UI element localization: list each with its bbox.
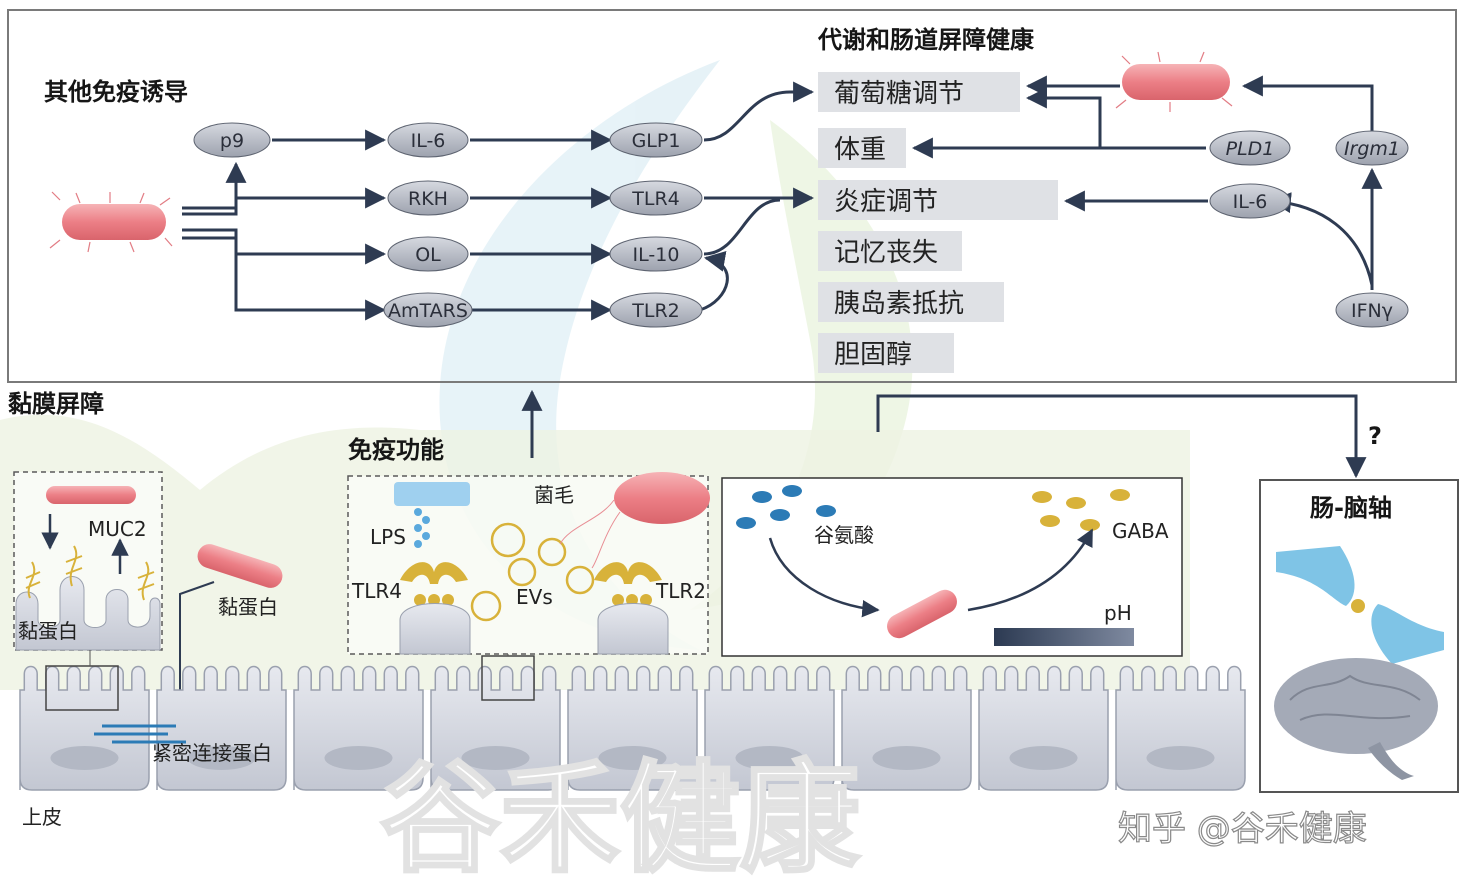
glutamate-gaba-inset: 谷氨酸 GABA pH xyxy=(721,477,1183,657)
tight-junction-arrow xyxy=(173,581,215,716)
glutamate-label: 谷氨酸 xyxy=(814,523,874,547)
gut-brain-panel: 肠-脑轴 xyxy=(1259,479,1459,793)
title-immune-function: 免疫功能 xyxy=(348,436,444,464)
outcome-inflammation: 炎症调节 xyxy=(818,180,1058,220)
question-mark: ? xyxy=(1368,422,1382,450)
evs-vesicles-icon xyxy=(470,522,595,622)
outcome-memory: 记忆丧失 xyxy=(818,231,962,271)
bacterium-icon xyxy=(559,472,710,569)
node-pld1: PLD1 xyxy=(1209,130,1291,166)
glutamate-dots-icon xyxy=(736,485,836,529)
node-rkh: RKH xyxy=(387,180,469,216)
svg-text:TLR2: TLR2 xyxy=(631,300,679,322)
svg-text:胆固醇: 胆固醇 xyxy=(834,340,912,370)
ph-label: pH xyxy=(1104,601,1132,625)
outcome-glucose: 葡萄糖调节 xyxy=(818,72,1020,112)
mucosal-inset: MUC2 黏蛋白 xyxy=(13,471,163,651)
title-mucosal-barrier: 黏膜屏障 xyxy=(8,390,104,418)
brain-icon xyxy=(1274,658,1438,780)
svg-text:胰岛素抵抗: 胰岛素抵抗 xyxy=(834,289,964,319)
cell-nucleus xyxy=(735,746,804,770)
title-immune-induction: 其他免疫诱导 xyxy=(44,78,188,106)
credit-text: 知乎 @谷禾健康 xyxy=(1118,809,1367,849)
gut-brain-title: 肠-脑轴 xyxy=(1310,494,1392,522)
outcome-insulin: 胰岛素抵抗 xyxy=(818,282,1004,322)
svg-text:GLP1: GLP1 xyxy=(632,130,681,152)
svg-text:TLR4: TLR4 xyxy=(631,188,679,210)
svg-text:IL-10: IL-10 xyxy=(633,244,680,266)
mucin-label-inset: 黏蛋白 xyxy=(18,619,78,643)
lps-molecule-icon xyxy=(394,482,470,548)
watermark-text: 谷禾健康 xyxy=(380,750,860,886)
svg-text:记忆丧失: 记忆丧失 xyxy=(834,238,938,268)
node-il6-b: IL-6 xyxy=(1209,183,1291,219)
node-tlr4: TLR4 xyxy=(609,180,703,216)
svg-text:OL: OL xyxy=(415,244,441,266)
svg-text:IL-6: IL-6 xyxy=(411,130,446,152)
node-ifng: IFNγ xyxy=(1335,292,1409,328)
tight-junction-icon xyxy=(94,724,186,744)
node-tlr2: TLR2 xyxy=(609,292,703,328)
bacterium-icon xyxy=(887,589,957,639)
svg-text:RKH: RKH xyxy=(408,188,448,210)
cell-nucleus xyxy=(872,746,941,770)
tlr4-label: TLR4 xyxy=(351,579,402,603)
svg-text:IL-6: IL-6 xyxy=(1233,191,1268,213)
pili-label: 菌毛 xyxy=(534,483,574,507)
node-irgm1: Irgm1 xyxy=(1335,130,1409,166)
node-amtars: AmTARS xyxy=(383,292,473,328)
cell-nucleus xyxy=(1146,746,1215,770)
synapse-icon xyxy=(1276,546,1444,664)
svg-text:体重: 体重 xyxy=(834,135,886,165)
outcome-cholesterol: 胆固醇 xyxy=(818,333,954,373)
gaba-dots-icon xyxy=(1032,489,1130,531)
svg-text:p9: p9 xyxy=(220,130,244,152)
evs-label: EVs xyxy=(516,585,553,609)
svg-text:IFNγ: IFNγ xyxy=(1351,300,1393,322)
immune-inset: LPS TLR4 EVs 菌毛 TLR2 xyxy=(347,472,710,655)
tight-junction-label: 紧密连接蛋白 xyxy=(152,741,272,765)
cell-nucleus xyxy=(187,746,256,770)
pathway-arrows xyxy=(182,75,1383,479)
svg-text:PLD1: PLD1 xyxy=(1226,138,1275,160)
gaba-label: GABA xyxy=(1112,519,1169,543)
node-p9: p9 xyxy=(193,122,271,158)
epithelium-layer xyxy=(19,665,1246,791)
inset-marker-left xyxy=(45,665,119,711)
cell-nucleus xyxy=(324,746,393,770)
bacterium-icon xyxy=(49,191,173,253)
svg-text:AmTARS: AmTARS xyxy=(388,300,468,322)
pathway-nodes: p9 IL-6 GLP1 RKH TLR4 OL IL-10 AmTARS TL… xyxy=(193,122,1409,328)
node-il6-a: IL-6 xyxy=(387,122,469,158)
outcome-list: 葡萄糖调节 体重 炎症调节 记忆丧失 胰岛素抵抗 胆固醇 xyxy=(818,72,1058,373)
mucin-label: 黏蛋白 xyxy=(218,595,278,619)
cell-nucleus xyxy=(50,746,119,770)
svg-text:葡萄糖调节: 葡萄糖调节 xyxy=(834,79,964,109)
tlr2-receptor-icon xyxy=(594,562,662,606)
ph-gradient-bar xyxy=(994,628,1134,646)
muc2-label: MUC2 xyxy=(88,517,147,541)
cell-nucleus xyxy=(598,746,667,770)
title-metabolism: 代谢和肠道屏障健康 xyxy=(817,26,1035,54)
svg-text:Irgm1: Irgm1 xyxy=(1344,138,1400,160)
svg-text:炎症调节: 炎症调节 xyxy=(834,187,938,217)
tlr4-receptor-icon xyxy=(400,562,468,606)
node-glp1: GLP1 xyxy=(609,122,703,158)
bacterium-icon xyxy=(1115,51,1233,112)
node-il10: IL-10 xyxy=(609,236,703,272)
lps-label: LPS xyxy=(370,525,406,549)
outcome-weight: 体重 xyxy=(818,128,906,168)
tlr2-label: TLR2 xyxy=(655,579,706,603)
node-ol: OL xyxy=(387,236,469,272)
epithelium-label: 上皮 xyxy=(22,805,62,829)
top-panel-frame xyxy=(7,9,1457,383)
cell-nucleus xyxy=(461,746,530,770)
bacterium-icon xyxy=(197,544,283,588)
cell-nucleus xyxy=(1009,746,1078,770)
